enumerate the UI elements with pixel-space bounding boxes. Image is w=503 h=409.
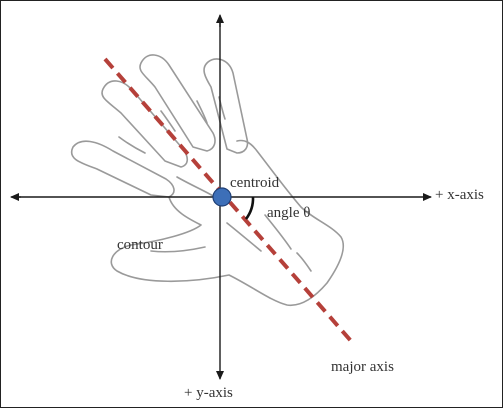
centroid-point	[213, 188, 231, 206]
centroid-label: centroid	[230, 175, 279, 192]
major-axis-label: major axis	[331, 359, 394, 376]
x-axis-label: + x-axis	[435, 187, 484, 204]
y-axis-label: + y-axis	[184, 385, 233, 402]
angle-label: angle θ	[267, 205, 310, 222]
hand-contour	[72, 55, 344, 305]
angle-arc	[246, 197, 253, 219]
contour-label: contour	[117, 237, 163, 254]
